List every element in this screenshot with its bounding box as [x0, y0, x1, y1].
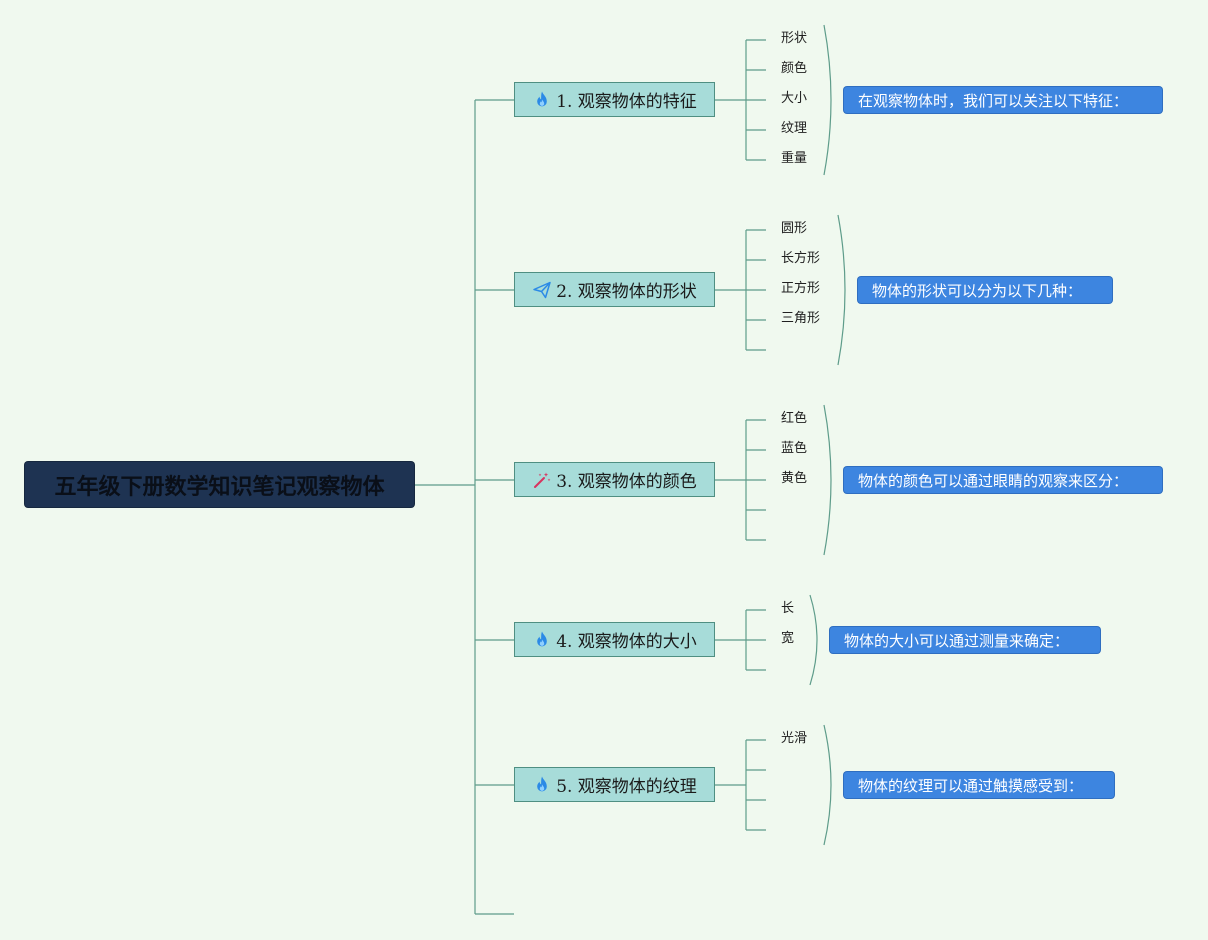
- fire-icon: [532, 90, 552, 110]
- fire-icon: [532, 775, 552, 795]
- summary-brace: [837, 214, 846, 366]
- leaf-item[interactable]: 红色: [781, 411, 808, 426]
- leaf-item[interactable]: 颜色: [781, 61, 808, 76]
- summary-callout[interactable]: 物体的纹理可以通过触摸感受到：: [844, 772, 1114, 798]
- leaf-item[interactable]: 蓝色: [781, 441, 808, 456]
- summary-callout-text: 物体的颜色可以通过眼睛的观察来区分：: [858, 471, 1129, 490]
- topic-label: 4. 观察物体的大小: [556, 632, 697, 652]
- root-topic-label: 五年级下册数学知识笔记观察物体: [54, 474, 385, 500]
- paper-plane-icon: [532, 280, 552, 300]
- leaf-item[interactable]: 大小: [781, 91, 808, 106]
- summary-callout-text: 物体的形状可以分为以下几种：: [872, 281, 1083, 300]
- summary-callout-text: 物体的纹理可以通过触摸感受到：: [858, 776, 1084, 795]
- leaf-item[interactable]: 黄色: [781, 471, 808, 486]
- summary-callout[interactable]: 物体的形状可以分为以下几种：: [858, 277, 1112, 303]
- root-topic[interactable]: 五年级下册数学知识笔记观察物体: [25, 462, 414, 507]
- summary-brace: [809, 594, 818, 686]
- topic-label: 1. 观察物体的特征: [556, 92, 697, 112]
- topic-label: 2. 观察物体的形状: [556, 282, 697, 302]
- summary-callout-text: 物体的大小可以通过测量来确定：: [844, 631, 1070, 650]
- leaf-item[interactable]: 圆形: [781, 221, 808, 236]
- summary-brace: [823, 24, 832, 176]
- summary-callout[interactable]: 在观察物体时，我们可以关注以下特征：: [844, 87, 1162, 113]
- leaf-item[interactable]: 光滑: [781, 731, 808, 746]
- fire-icon: [532, 630, 552, 650]
- topic-node[interactable]: 5. 观察物体的纹理: [514, 767, 715, 802]
- topic-label: 5. 观察物体的纹理: [556, 777, 697, 797]
- leaf-item[interactable]: 正方形: [781, 281, 821, 296]
- leaf-item[interactable]: 三角形: [781, 311, 821, 326]
- summary-callout[interactable]: 物体的颜色可以通过眼睛的观察来区分：: [844, 467, 1162, 493]
- summary-brace: [823, 724, 832, 846]
- leaf-item[interactable]: 重量: [781, 151, 808, 166]
- topic-label: 3. 观察物体的颜色: [556, 472, 697, 492]
- summary-brace: [823, 404, 832, 556]
- leaf-item[interactable]: 宽: [781, 631, 795, 646]
- magic-wand-icon: [532, 470, 552, 490]
- leaf-item[interactable]: 纹理: [781, 121, 808, 136]
- leaf-item[interactable]: 形状: [781, 31, 808, 46]
- leaf-item[interactable]: 长: [781, 601, 795, 616]
- summary-callout-text: 在观察物体时，我们可以关注以下特征：: [858, 91, 1129, 110]
- topic-node[interactable]: 3. 观察物体的颜色: [514, 462, 715, 497]
- leaf-item[interactable]: 长方形: [781, 251, 821, 266]
- summary-callout[interactable]: 物体的大小可以通过测量来确定：: [830, 627, 1100, 653]
- topic-node[interactable]: 2. 观察物体的形状: [514, 272, 715, 307]
- topic-node[interactable]: 1. 观察物体的特征: [514, 82, 715, 117]
- topic-node[interactable]: 4. 观察物体的大小: [514, 622, 715, 657]
